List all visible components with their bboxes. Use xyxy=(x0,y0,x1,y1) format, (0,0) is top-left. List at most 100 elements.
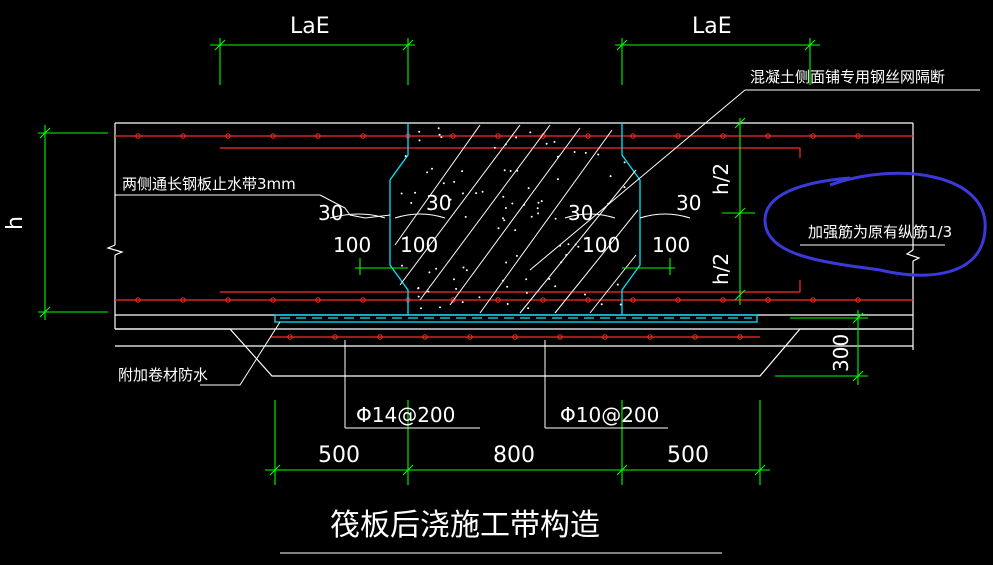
aggregate-speck xyxy=(515,136,518,139)
rebar-dot xyxy=(675,133,681,139)
aggregate-speck xyxy=(410,202,413,204)
aggregate-speck xyxy=(455,287,458,290)
dimension-lines xyxy=(38,38,868,485)
waterstop-note: 两侧通长钢板止水带3mm xyxy=(122,175,296,193)
rebar-dot xyxy=(180,297,186,303)
rebar-dot xyxy=(450,297,456,303)
rebar-dot xyxy=(135,297,141,303)
aggregate-speck xyxy=(418,130,421,133)
slope-30-label: 30 xyxy=(568,201,593,225)
aggregate-speck xyxy=(509,170,512,172)
reinforce-note: 加强筋为原有纵筋1/3 xyxy=(808,223,952,241)
rebar-dot xyxy=(360,133,366,139)
aggregate-speck xyxy=(427,290,430,293)
aggregate-speck xyxy=(453,278,455,281)
aggregate-speck xyxy=(529,131,532,134)
dim-300-label: 300 xyxy=(829,334,853,372)
aggregate-speck xyxy=(556,178,559,181)
aggregate-speck xyxy=(465,269,468,272)
aggregate-speck xyxy=(530,215,533,218)
slope-30-label: 30 xyxy=(318,201,343,225)
rebar-dot xyxy=(765,297,771,303)
aggregate-speck xyxy=(554,217,557,220)
aggregate-speck xyxy=(405,236,408,239)
aggregate-speck xyxy=(527,307,530,310)
aggregate-speck xyxy=(401,264,403,267)
aggregate-speck xyxy=(515,254,518,257)
aggregate-speck xyxy=(504,143,507,146)
aggregate-speck xyxy=(567,243,570,246)
aggregate-speck xyxy=(462,192,464,195)
aggregate-speck xyxy=(537,212,540,215)
rebar-dot xyxy=(467,334,473,340)
rebar-dot xyxy=(692,334,698,340)
aggregate-speck xyxy=(525,291,528,294)
slope-30-label: 30 xyxy=(676,191,701,215)
aggregate-speck xyxy=(503,219,506,222)
aggregate-speck xyxy=(577,245,580,248)
aggregate-speck xyxy=(449,198,452,201)
rebar-dot xyxy=(450,133,456,139)
rebar-dot xyxy=(602,334,608,340)
aggregate-speck xyxy=(475,192,478,195)
rebar-dot xyxy=(720,297,726,303)
dim-500-right-label: 500 xyxy=(667,443,709,468)
rebar-dot xyxy=(630,133,636,139)
aggregate-speck xyxy=(435,267,438,270)
rebar-dot xyxy=(180,133,186,139)
aggregate-speck xyxy=(584,293,586,296)
waterproof-note: 附加卷材防水 xyxy=(118,366,208,384)
lae-right-label: LaE xyxy=(692,14,732,39)
h-half-bottom-label: h/2 xyxy=(709,253,733,285)
aggregate-speck xyxy=(502,279,505,282)
annotation-ring xyxy=(763,171,987,277)
rebar-dot xyxy=(315,133,321,139)
wire-mesh-note: 混凝土侧面铺专用钢丝网隔断 xyxy=(750,68,945,86)
rebar-dot xyxy=(630,297,636,303)
aggregate-speck xyxy=(502,217,504,220)
slope-100-label: 100 xyxy=(333,233,371,257)
aggregate-speck xyxy=(437,127,440,130)
aggregate-speck xyxy=(404,155,407,158)
rebar-dot xyxy=(225,133,231,139)
aggregate-speck xyxy=(427,207,430,210)
aggregate-speck xyxy=(453,180,456,183)
rebar-dot xyxy=(810,133,816,139)
bar-14-label: Φ14@200 xyxy=(356,403,455,427)
aggregate-speck xyxy=(497,227,500,230)
aggregate-speck xyxy=(506,303,509,305)
aggregate-speck xyxy=(439,306,441,309)
slope-30-label: 30 xyxy=(426,191,451,215)
aggregate-speck xyxy=(505,261,508,264)
aggregate-speck xyxy=(478,296,481,299)
aggregate-speck xyxy=(525,278,528,281)
dim-800-label: 800 xyxy=(493,443,535,468)
concrete-hatch xyxy=(394,124,639,314)
aggregate-speck xyxy=(548,278,551,280)
aggregate-speck xyxy=(504,207,507,209)
dim-500-left-label: 500 xyxy=(318,443,360,468)
aggregate-speck xyxy=(514,229,517,232)
post-pour-band xyxy=(274,123,758,323)
aggregate-speck xyxy=(417,287,420,290)
aggregate-speck xyxy=(511,202,514,205)
rebar-dot xyxy=(270,297,276,303)
aggregate-speck xyxy=(573,151,576,153)
rebar-dot xyxy=(495,297,501,303)
aggregate-speck xyxy=(438,133,441,136)
aggregate-speck xyxy=(426,171,429,174)
aggregate-speck xyxy=(556,155,559,158)
concrete-aggregate xyxy=(400,127,626,310)
aggregate-speck xyxy=(523,203,526,206)
aggregate-speck xyxy=(493,146,496,149)
aggregate-speck xyxy=(623,161,626,164)
rebar-dot xyxy=(495,133,501,139)
rebar-dot xyxy=(647,334,653,340)
rebar-dots xyxy=(135,133,861,340)
rebar-dot xyxy=(377,334,383,340)
rebar-dot xyxy=(810,297,816,303)
aggregate-speck xyxy=(540,200,543,203)
lae-left-label: LaE xyxy=(290,14,330,39)
rebar-dot xyxy=(287,334,293,340)
